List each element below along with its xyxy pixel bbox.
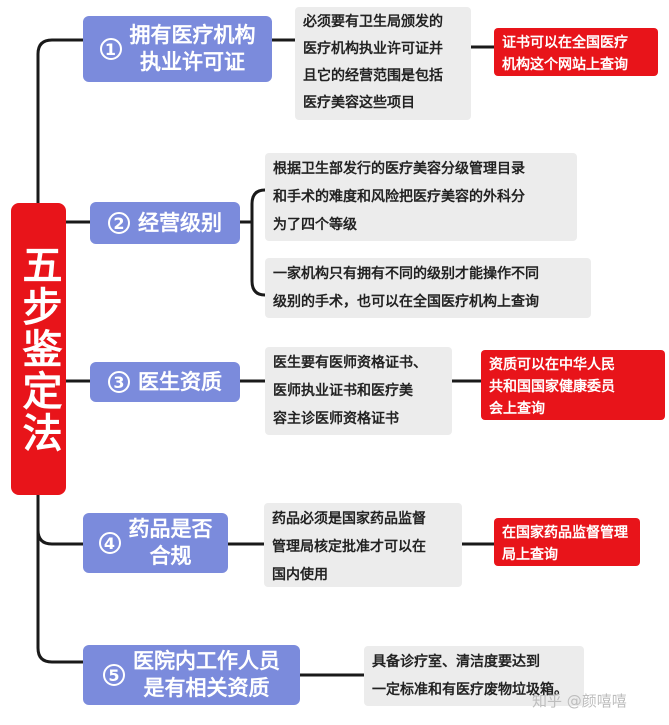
step-1-note: 证书可以在全国医疗 机构这个网站上查询: [494, 28, 658, 76]
step-3-note: 资质可以在中华人民 共和国国家健康委员 会上查询: [481, 350, 665, 420]
step-2-number: 2: [108, 212, 130, 234]
watermark: 知乎 @颜嘻嘻: [532, 692, 627, 710]
step-3-node: 3 医生资质: [90, 362, 240, 402]
step-4-number: 4: [98, 532, 121, 554]
trunk-line: [36, 38, 83, 203]
step-4-title: 药品是否 合规: [128, 517, 213, 568]
step-2-detail-1: 根据卫生部发行的医疗美容分级管理目录 和手术的难度和风险把医疗美容的外科分 为了…: [265, 153, 577, 241]
step-3-detail: 医生要有医师资格证书、 医师执业证书和医疗美 容主诊医师资格证书: [265, 347, 452, 435]
step-1-number: 1: [99, 38, 122, 60]
step-5-title: 医院内工作人员 是有相关资质: [133, 649, 280, 700]
step-1-title: 拥有医疗机构 执业许可证: [129, 23, 256, 74]
step-4-detail: 药品必须是国家药品监督 管理局核定批准才可以在 国内使用: [264, 503, 462, 587]
step-3-number: 3: [108, 371, 130, 393]
step-1-node: 1 拥有医疗机构 执业许可证: [83, 16, 272, 82]
step-2-title: 经营级别: [138, 210, 222, 235]
step-4-note: 在国家药品监督管理 局上查询: [494, 518, 640, 566]
step-3-title: 医生资质: [138, 369, 222, 394]
step-5-number: 5: [103, 664, 125, 686]
branch-4-line: [36, 495, 83, 546]
root-title: 五步鉴定法: [11, 203, 66, 495]
step-5-detail: 具备诊疗室、清洁度要达到 一定标准和有医疗废物垃圾箱。: [364, 646, 584, 706]
step-5-node: 5 医院内工作人员 是有相关资质: [83, 645, 300, 705]
step-4-node: 4 药品是否 合规: [83, 513, 228, 573]
step-2-detail-2: 一家机构只有拥有不同的级别才能操作不同 级别的手术，也可以在全国医疗机构上查询: [265, 258, 591, 318]
step-1-detail: 必须要有卫生局颁发的 医疗机构执业许可证并 且它的经营范围是包括 医疗美容这些项…: [295, 7, 471, 120]
step-2-node: 2 经营级别: [90, 202, 240, 244]
step2-bracket-line: [240, 188, 266, 297]
trunk-line-lower: [36, 495, 83, 664]
